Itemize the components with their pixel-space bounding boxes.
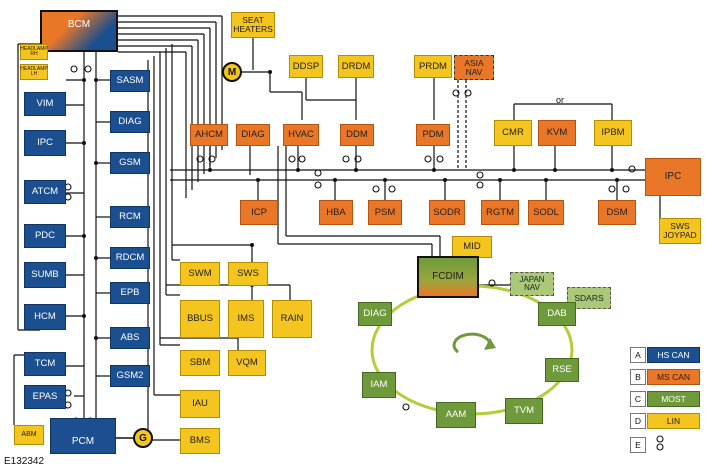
legend-ms-can: MS CAN: [647, 369, 700, 385]
aam-module[interactable]: AAM: [436, 402, 476, 428]
headlamp-rh-module[interactable]: HEADLAMP RH: [20, 44, 48, 60]
psm-module[interactable]: PSM: [368, 200, 402, 225]
tcm-module[interactable]: TCM: [24, 352, 66, 376]
abm-module[interactable]: ABM: [14, 425, 44, 445]
legend-letter-e: E: [630, 437, 646, 453]
rcm-module[interactable]: RCM: [110, 206, 150, 228]
ddm-module[interactable]: DDM: [340, 124, 374, 146]
legend-letter-b: B: [630, 369, 646, 385]
vim-module[interactable]: VIM: [24, 92, 66, 116]
atcm-module[interactable]: ATCM: [24, 180, 66, 204]
sdars-module[interactable]: SDARS: [567, 287, 611, 309]
headlamp-lh-module[interactable]: HEADLAMP LH: [20, 64, 48, 80]
bbus-module[interactable]: BBUS: [180, 300, 220, 338]
drdm-module[interactable]: DRDM: [338, 55, 374, 78]
icp-module[interactable]: ICP: [240, 200, 278, 225]
dab-module[interactable]: DAB: [538, 302, 576, 326]
legend-letter-c: C: [630, 391, 646, 407]
motor-icon: M: [222, 62, 242, 82]
bms-module[interactable]: BMS: [180, 428, 220, 454]
legend-letter-a: A: [630, 347, 646, 363]
figure-id: E132342: [4, 456, 45, 467]
diag-ms-module[interactable]: DIAG: [236, 124, 270, 146]
kvm-module[interactable]: KVM: [538, 120, 576, 146]
sodr-module[interactable]: SODR: [429, 200, 465, 225]
or-label: or: [556, 95, 565, 105]
hba-module[interactable]: HBA: [319, 200, 353, 225]
sws-joypad-module[interactable]: SWS JOYPAD: [659, 218, 701, 244]
legend-hs-can: HS CAN: [647, 347, 700, 363]
seat-heaters-module[interactable]: SEAT HEATERS: [231, 12, 275, 38]
generator-icon: G: [133, 428, 153, 448]
pcm-generator-link: [116, 437, 134, 439]
japan-nav-module[interactable]: JAPAN NAV: [510, 272, 554, 296]
pdc-module[interactable]: PDC: [24, 224, 66, 248]
hcm-module[interactable]: HCM: [24, 304, 66, 330]
fcdim-module[interactable]: FCDIM: [417, 256, 479, 298]
dsm-module[interactable]: DSM: [598, 200, 636, 225]
sws-module[interactable]: SWS: [228, 262, 268, 286]
rdcm-module[interactable]: RDCM: [110, 247, 150, 269]
ddsp-module[interactable]: DDSP: [289, 55, 323, 78]
ipc-ms-module[interactable]: IPC: [645, 158, 701, 196]
asia-nav-module[interactable]: ASIA NAV: [454, 55, 494, 80]
sodl-module[interactable]: SODL: [528, 200, 564, 225]
gsm2-module[interactable]: GSM2: [110, 365, 150, 387]
sasm-module[interactable]: SASM: [110, 70, 150, 92]
epb-module[interactable]: EPB: [110, 282, 150, 304]
sbm-module[interactable]: SBM: [180, 350, 220, 376]
legend-lin: LIN: [647, 413, 700, 429]
rse-module[interactable]: RSE: [545, 358, 579, 382]
diag-hs-module[interactable]: DIAG: [110, 111, 150, 133]
pdm-module[interactable]: PDM: [416, 124, 450, 146]
epas-module[interactable]: EPAS: [24, 385, 66, 409]
iam-module[interactable]: IAM: [362, 372, 396, 398]
tvm-module[interactable]: TVM: [505, 398, 543, 424]
ahcm-module[interactable]: AHCM: [190, 124, 228, 146]
iau-module[interactable]: IAU: [180, 390, 220, 418]
pcm-module[interactable]: PCM: [50, 418, 116, 454]
diag-most-module[interactable]: DIAG: [358, 302, 392, 326]
gsm-module[interactable]: GSM: [110, 152, 150, 174]
ims-module[interactable]: IMS: [228, 300, 264, 338]
swm-module[interactable]: SWM: [180, 262, 220, 286]
abs-module[interactable]: ABS: [110, 327, 150, 349]
sumb-module[interactable]: SUMB: [24, 262, 66, 288]
bcm-module[interactable]: BCM: [40, 10, 118, 52]
legend-most: MOST: [647, 391, 700, 407]
rain-module[interactable]: RAIN: [272, 300, 312, 338]
ipbm-module[interactable]: IPBM: [594, 120, 632, 146]
cmr-module[interactable]: CMR: [494, 120, 532, 146]
ipc-hs-module[interactable]: IPC: [24, 130, 66, 156]
prdm-module[interactable]: PRDM: [414, 55, 452, 78]
vqm-module[interactable]: VQM: [228, 350, 266, 376]
legend-letter-d: D: [630, 413, 646, 429]
rgtm-module[interactable]: RGTM: [481, 200, 519, 225]
mid-module[interactable]: MID: [452, 236, 492, 258]
hvac-module[interactable]: HVAC: [283, 124, 319, 146]
